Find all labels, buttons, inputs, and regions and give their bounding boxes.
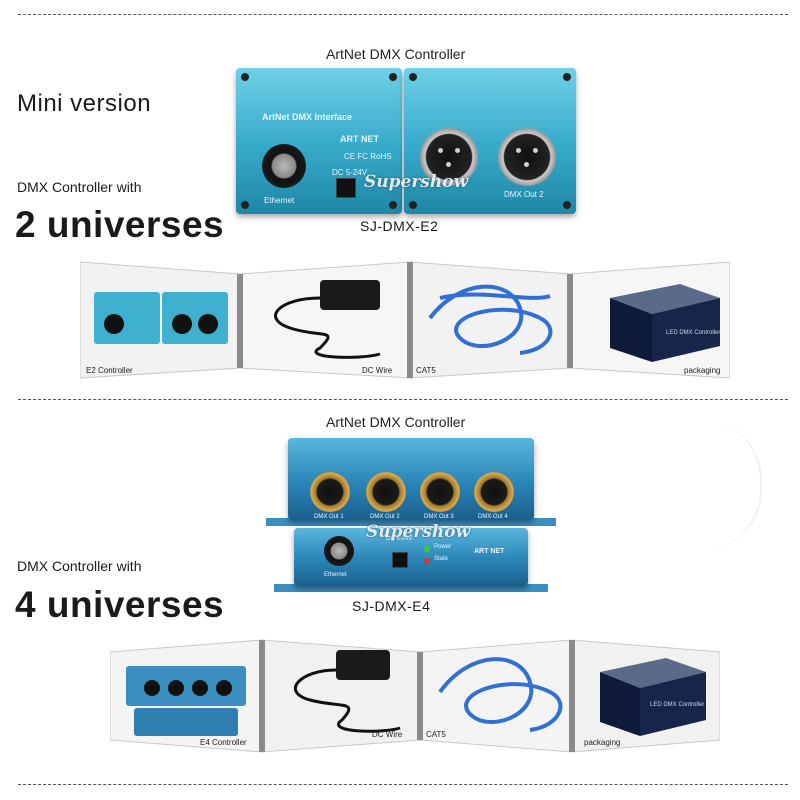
power-led-icon [424, 546, 430, 552]
mini-version-heading: Mini version [17, 90, 152, 117]
state-led-icon [424, 558, 430, 564]
e4-subtitle: DMX Controller with [17, 558, 142, 574]
mini-model: SJ-DMX-E2 [360, 218, 439, 234]
divider-bottom [18, 784, 788, 785]
ethernet-port-icon [262, 144, 306, 188]
e4-ethernet-unit: Ethernet DC 5-24V Power State ART NET [294, 528, 528, 586]
packaging-box-text: LED DMX Controller [666, 330, 721, 336]
dc-wire-label: DC Wire [362, 366, 393, 375]
photo-reflection [620, 420, 762, 550]
cat5-label: CAT5 [416, 366, 436, 375]
e2-controller-label: E2 Controller [86, 366, 133, 375]
e4-caption: ArtNet DMX Controller [326, 414, 466, 430]
mini-caption: ArtNet DMX Controller [326, 46, 466, 62]
dmx-out-3-label: DMX Out 3 [424, 514, 454, 520]
e4-accessory-strip: E4 Controller DC Wire CAT5 packaging LED… [110, 636, 720, 754]
ethernet-port-icon [324, 536, 354, 566]
e2-ethernet-module: ArtNet DMX Interface ART NET CE FC RoHS … [236, 68, 402, 214]
xlr-output-icon [498, 128, 556, 186]
e2-logo-label: ART NET [340, 134, 379, 144]
packaging-box-text: LED DMX Controller [650, 702, 705, 708]
xlr-output-icon [420, 128, 478, 186]
packaging-label: packaging [684, 366, 721, 375]
e2-cert-label: CE FC RoHS [344, 152, 392, 161]
xlr-output-icon [366, 472, 406, 512]
dmx-out-2-label: DMX Out 2 [370, 514, 400, 520]
e4-controller-photo: DMX Out 1 DMX Out 2 DMX Out 3 DMX Out 4 … [266, 436, 556, 592]
e4-controller-label: E4 Controller [200, 738, 247, 747]
xlr-output-icon [474, 472, 514, 512]
dc-jack-icon [392, 552, 408, 568]
supershow-watermark: Supershow [366, 522, 471, 542]
dc-jack-icon [336, 178, 356, 198]
mini-universes: 2 universes [15, 204, 225, 245]
e4-universes: 4 universes [15, 584, 225, 625]
e2-dc-label: DC 5-24V [332, 168, 368, 177]
dmx-out-1-label: DMX Out 1 [314, 514, 344, 520]
dc-wire-label: DC Wire [372, 730, 403, 739]
e2-dmx-out-label: DMX Out 2 [504, 190, 544, 199]
power-label: Power [434, 544, 452, 550]
accessory-panels-graphic [80, 261, 730, 379]
e4-dmx-unit: DMX Out 1 DMX Out 2 DMX Out 3 DMX Out 4 [288, 438, 534, 520]
e2-interface-label: ArtNet DMX Interface [262, 112, 353, 122]
accessory-panels-graphic [110, 639, 720, 753]
cat5-label: CAT5 [426, 730, 446, 739]
supershow-watermark: Supershow [364, 172, 469, 192]
divider-top [18, 14, 788, 15]
dmx-out-4-label: DMX Out 4 [478, 514, 508, 520]
e2-accessory-strip: E2 Controller DC Wire CAT5 packaging LED… [80, 258, 730, 380]
state-label: State [434, 556, 449, 562]
e4-dc-label: DC 5-24V [386, 536, 413, 542]
e4-ethernet-label: Ethernet [324, 572, 347, 578]
mini-subtitle: DMX Controller with [17, 179, 142, 195]
e2-ethernet-label: Ethernet [264, 196, 295, 205]
packaging-label: packaging [584, 738, 621, 747]
xlr-output-icon [310, 472, 350, 512]
e2-dmx-module: DMX Out 2 [404, 68, 576, 214]
divider-middle [18, 399, 788, 400]
e4-model: SJ-DMX-E4 [352, 598, 431, 614]
e2-controller-photo: ArtNet DMX Interface ART NET CE FC RoHS … [236, 68, 576, 214]
e4-logo-label: ART NET [474, 548, 505, 555]
xlr-output-icon [420, 472, 460, 512]
